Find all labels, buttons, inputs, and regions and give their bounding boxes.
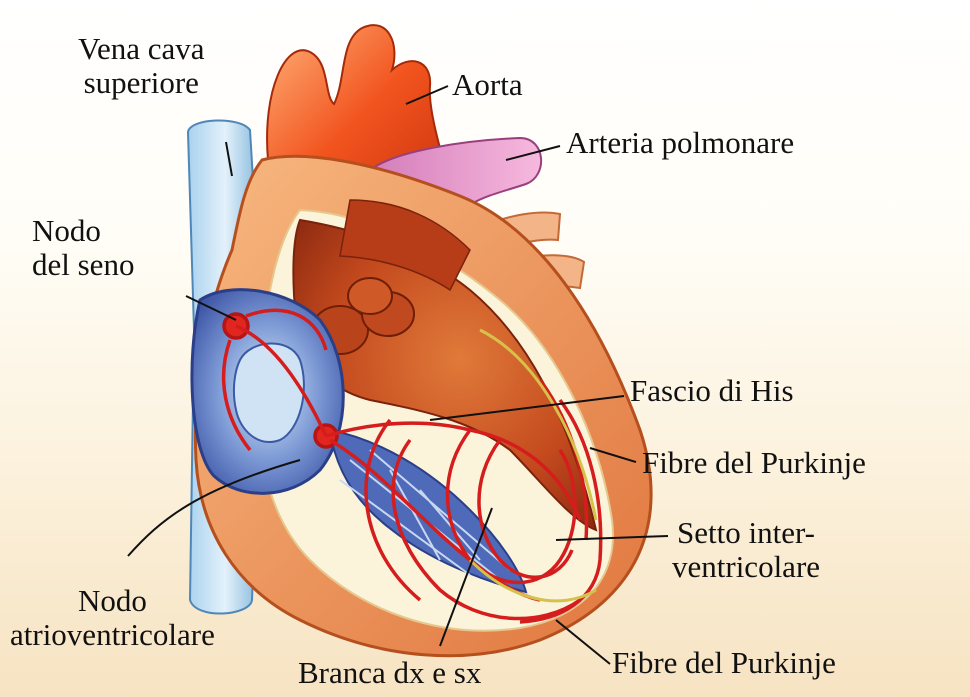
label-branca: Branca dx e sx: [298, 656, 481, 690]
label-arteria-polmonare: Arteria polmonare: [566, 126, 794, 160]
label-setto-line2: ventricolare: [672, 550, 820, 584]
valve-3: [348, 278, 392, 314]
label-nodo-av: Nodo atrioventricolare: [10, 584, 215, 652]
label-fibre-purkinje-lower: Fibre del Purkinje: [612, 646, 836, 680]
label-vena-cava-line1: Vena cava: [78, 32, 205, 66]
label-nodo-av-line1: Nodo: [10, 584, 215, 618]
label-setto-line1: Setto inter-: [672, 516, 820, 550]
atrium-inner: [234, 343, 304, 441]
label-aorta: Aorta: [452, 68, 523, 102]
label-fascio-his: Fascio di His: [630, 374, 794, 408]
label-vena-cava-line2: superiore: [78, 66, 205, 100]
label-vena-cava: Vena cava superiore: [78, 32, 205, 100]
label-nodo-seno-line1: Nodo: [32, 214, 134, 248]
label-nodo-av-line2: atrioventricolare: [10, 618, 215, 652]
label-nodo-seno: Nodo del seno: [32, 214, 134, 282]
label-nodo-seno-line2: del seno: [32, 248, 134, 282]
label-fibre-purkinje-upper: Fibre del Purkinje: [642, 446, 866, 480]
label-setto: Setto inter- ventricolare: [672, 516, 820, 584]
